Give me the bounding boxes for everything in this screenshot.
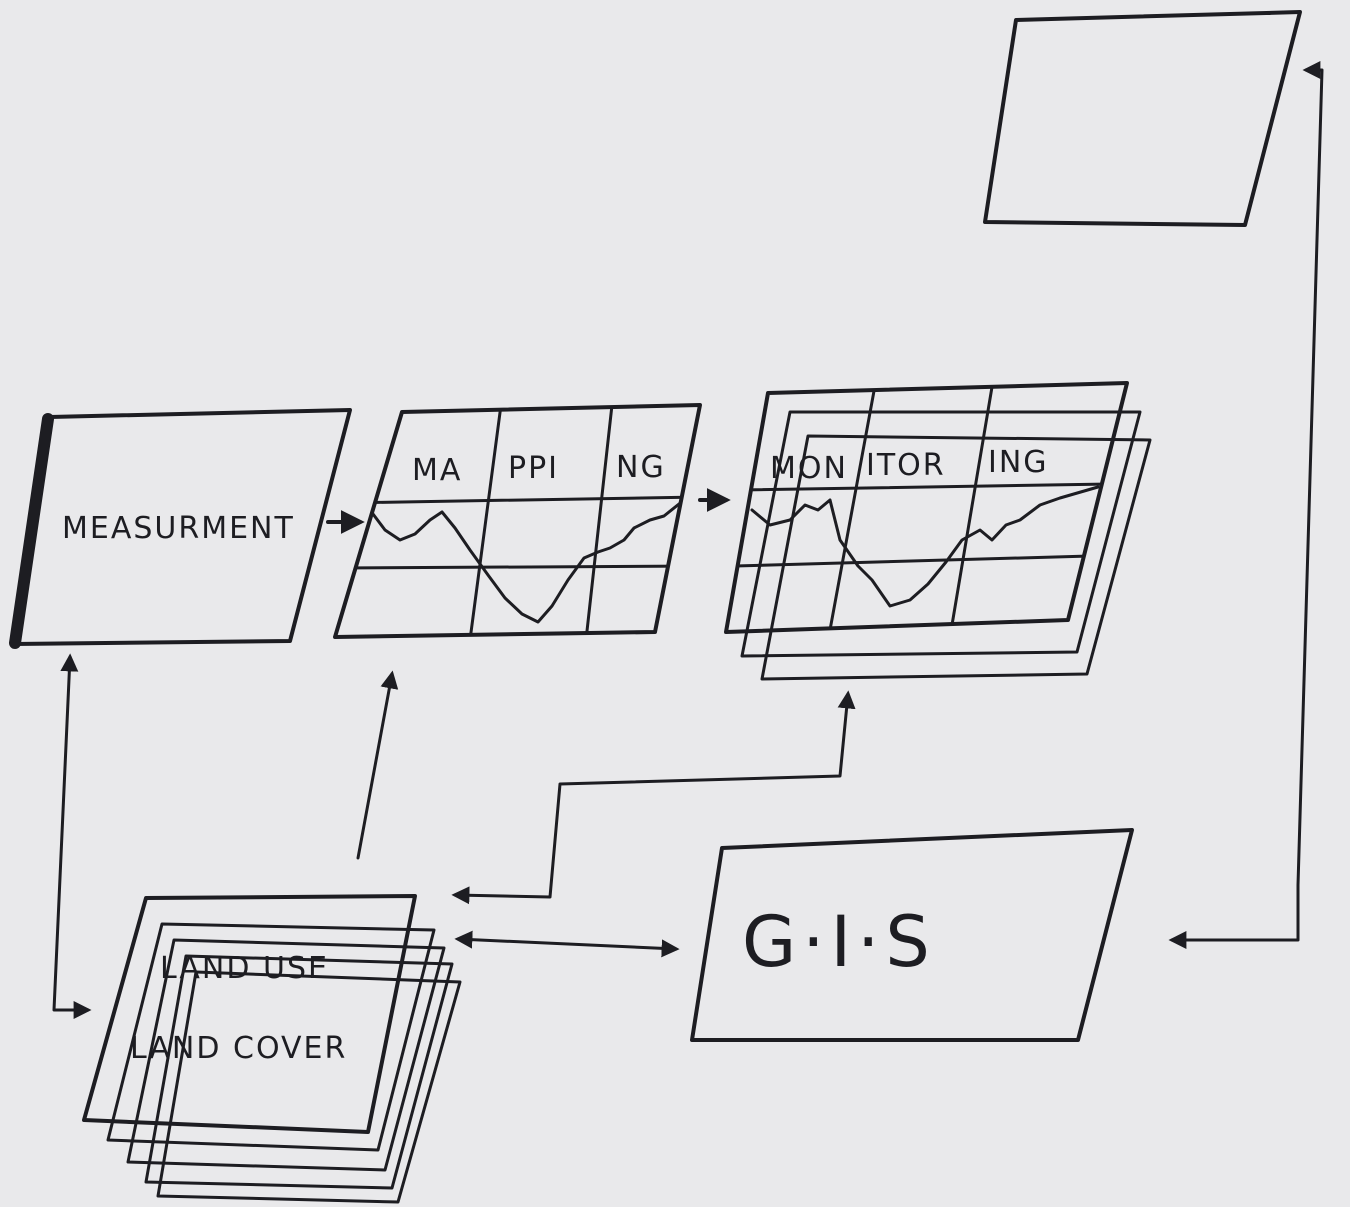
measurement-panel: MEASURMENT <box>9 408 352 649</box>
mapping-panel: MA PPI NG <box>333 403 702 639</box>
arrow-landuse-gis <box>454 930 680 958</box>
arrow-gis-output <box>1168 61 1324 949</box>
mapping-terrain-line <box>368 498 686 624</box>
arrow-measurement-landuse <box>52 653 92 1019</box>
monitoring-panel: MON ITOR ING <box>724 381 1152 681</box>
landuse-layer-red <box>156 970 462 1204</box>
mapping-label-part-3: NG <box>616 450 666 485</box>
monitoring-label-part-3: ING <box>988 445 1049 480</box>
landuse-layer-blue <box>106 922 436 1152</box>
monitoring-label-part-2: ITOR <box>866 448 946 483</box>
landuse-line1: LAND USE <box>160 951 329 986</box>
arrow-landuse-to-mapping <box>356 670 399 860</box>
monitoring-layer-green <box>740 410 1142 658</box>
arrow-landuse-monitoring <box>451 690 856 905</box>
mapping-label-part-2: PPI <box>508 451 559 486</box>
mapping-label-part-1: MA <box>412 453 462 488</box>
monitoring-label-part-1: MON <box>770 451 848 486</box>
measurement-label: MEASURMENT <box>62 511 295 546</box>
landuse-stack: LAND USE LAND COVER <box>82 894 462 1204</box>
monitoring-layer-pink <box>760 434 1152 681</box>
monitoring-terrain-line <box>750 485 1100 608</box>
landuse-layer-purple <box>82 894 417 1134</box>
output-layer <box>983 10 1302 227</box>
landuse-layer-green <box>126 938 446 1172</box>
landuse-layer-salmon <box>144 954 454 1190</box>
landuse-line2: LAND COVER <box>130 1031 347 1066</box>
gis-label: G·I·S <box>742 901 936 983</box>
gis-box: G·I·S <box>690 828 1134 1042</box>
